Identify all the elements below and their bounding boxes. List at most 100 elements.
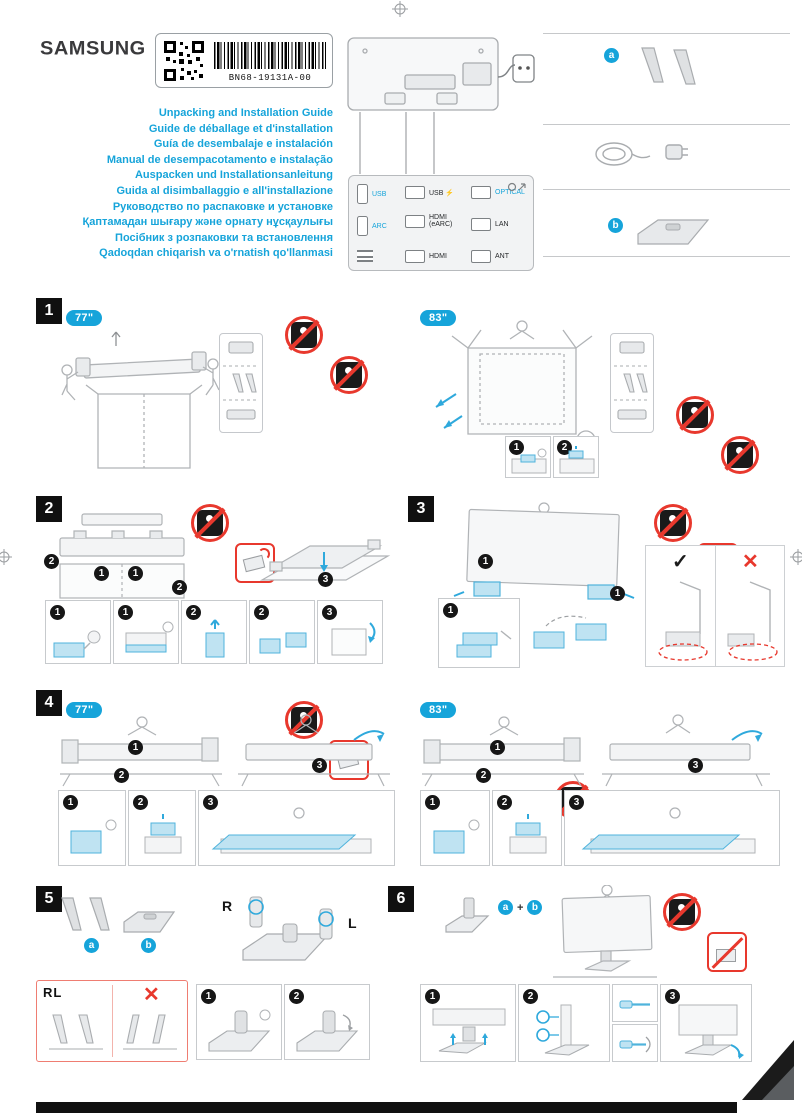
title-line-it: Guida al disimballaggio e all'installazi… bbox=[116, 184, 333, 197]
accessory-divider-2 bbox=[543, 124, 790, 125]
title-line-kk: Қаптамадан шығару және орнату нұсқаулығы bbox=[82, 216, 333, 229]
substep-number: 2 bbox=[476, 768, 491, 783]
foam-stack-thumbnail bbox=[456, 630, 512, 658]
box-lift-illustration-77 bbox=[61, 331, 220, 469]
foam-pull-illustration-83: 3 bbox=[598, 712, 778, 790]
part-b-marker: b bbox=[141, 938, 156, 953]
arc-port-icon bbox=[357, 216, 368, 236]
title-line-pt: Manual de desempacotamento e instalação bbox=[106, 153, 333, 166]
handle-substep-tile: 2 bbox=[553, 436, 599, 478]
tile-number: 1 bbox=[50, 605, 65, 620]
stand-complete-thumbnail bbox=[678, 1004, 744, 1059]
step-2-section: 2 2 1 1 2 bbox=[36, 494, 402, 680]
tv-stand-attach-illustration bbox=[553, 885, 657, 978]
connector-lines bbox=[359, 112, 435, 174]
tile-number: 1 bbox=[443, 603, 458, 618]
title-line-de: Auspacken und Installationsanleitung bbox=[134, 169, 333, 182]
foam-cap-illustration-83: 1 2 bbox=[418, 716, 588, 788]
substep-number: 2 bbox=[172, 580, 187, 595]
multilingual-titles: Unpacking and Installation Guide Guide d… bbox=[40, 106, 333, 262]
size-badge-83: 83" bbox=[420, 310, 457, 326]
tile-number: 1 bbox=[425, 989, 440, 1004]
stand-screw-tile-2: 2 bbox=[518, 984, 610, 1062]
tile-number: 2 bbox=[497, 795, 512, 810]
accessory-inset-77 bbox=[219, 333, 263, 433]
stand-insert-thumbnail bbox=[432, 1008, 506, 1054]
qr-code bbox=[163, 40, 205, 82]
product-label: BN68-19131A-00 bbox=[155, 33, 333, 88]
stand-legs-illustration bbox=[61, 897, 110, 931]
unpack-tile-1: 1 bbox=[45, 600, 111, 664]
substep-number: 3 bbox=[312, 758, 327, 773]
tile-number: 3 bbox=[569, 795, 584, 810]
screw-points-thumbnail bbox=[536, 1004, 590, 1056]
foam-cap-illustration-77: 1 2 bbox=[56, 716, 226, 788]
page-fold-mark bbox=[742, 1040, 794, 1100]
no-power-tool-warning-icon bbox=[707, 932, 747, 972]
title-line-en: Unpacking and Installation Guide bbox=[158, 107, 333, 119]
size-badge-77: 77" bbox=[66, 702, 103, 718]
ant-label: ANT bbox=[495, 253, 509, 260]
substep-number: 3 bbox=[318, 572, 333, 587]
box-remove-thumbnail bbox=[331, 622, 376, 656]
correct-check: ✓ bbox=[672, 551, 689, 573]
tile-number: 2 bbox=[254, 605, 269, 620]
foam-tile-1: 1 bbox=[58, 790, 126, 866]
leg-insert-thumbnail bbox=[208, 1009, 271, 1052]
tile-number: 3 bbox=[203, 795, 218, 810]
accessory-divider-4 bbox=[543, 256, 790, 257]
tv-back-illustration bbox=[347, 37, 535, 111]
step-1-section: 1 77" bbox=[36, 296, 802, 486]
registration-mark-top bbox=[392, 1, 408, 17]
accessory-b-marker: b bbox=[608, 218, 623, 233]
optical-port-icon bbox=[471, 186, 491, 199]
size-badge-77: 77" bbox=[66, 310, 103, 326]
title-line-uz: Qadoqdan chiqarish va o'rnatish qo'llanm… bbox=[99, 247, 333, 260]
barcode bbox=[214, 42, 326, 69]
part-a-marker: a bbox=[84, 938, 99, 953]
title-line-uk: Посібник з розпаковки та встановлення bbox=[115, 231, 333, 244]
tile-number: 3 bbox=[322, 605, 337, 620]
unpack-tile-4: 2 bbox=[249, 600, 315, 664]
sheet-tile-3: 3 bbox=[198, 790, 395, 866]
arc-label: ARC bbox=[372, 222, 387, 230]
usb-power-label: USB ⚡ bbox=[429, 189, 455, 197]
tile-number: 2 bbox=[523, 989, 538, 1004]
hdmi-earc-label: HDMI (eARC) bbox=[429, 214, 453, 229]
no-stepping-prohibition-icon bbox=[675, 395, 715, 435]
leg-attach-tile-2: 2 bbox=[284, 984, 370, 1060]
ant-port-icon bbox=[471, 250, 491, 263]
left-leg-label: L bbox=[348, 915, 357, 931]
usb-label: USB bbox=[372, 190, 387, 198]
stand-base-accessory bbox=[637, 219, 710, 245]
tv-on-mat-illustration: 3 bbox=[248, 506, 398, 606]
tile-number: 2 bbox=[186, 605, 201, 620]
tile-number: 2 bbox=[289, 989, 304, 1004]
no-stepping-prohibition-icon bbox=[284, 700, 324, 740]
no-stepping-prohibition-icon bbox=[190, 503, 230, 543]
box-lift-illustration-83 bbox=[435, 320, 596, 450]
cap-remove-thumbnail bbox=[70, 819, 117, 854]
substep-number: 1 bbox=[610, 586, 625, 601]
stand-final-tile-3: 3 bbox=[660, 984, 752, 1062]
foam-pieces-thumbnail bbox=[259, 632, 307, 654]
leg-orientation-warning-panel: RL ✕ bbox=[36, 980, 188, 1062]
step-6-number: 6 bbox=[388, 886, 414, 912]
unpack-tile-2: 1 bbox=[113, 600, 179, 664]
cap-remove-thumbnail bbox=[433, 819, 480, 854]
wrong-cross: ✕ bbox=[143, 984, 160, 1006]
no-stepping-prohibition-icon bbox=[284, 315, 324, 355]
footer-bar bbox=[36, 1102, 737, 1113]
tile-number: 1 bbox=[118, 605, 133, 620]
accessory-divider-3 bbox=[543, 189, 790, 190]
screwdriver-icon bbox=[619, 1000, 650, 1009]
protective-sheet-thumbnail bbox=[581, 807, 756, 854]
screwdriver-turn-icon bbox=[619, 1036, 651, 1053]
foam-tile-2: 2 bbox=[128, 790, 196, 866]
usb-power-port-icon bbox=[405, 186, 425, 199]
cables-accessory bbox=[595, 142, 688, 166]
foam-grip-thumbnail bbox=[125, 621, 174, 653]
no-pressing-prohibition-icon bbox=[329, 355, 369, 395]
handle-pull-thumbnail bbox=[511, 448, 547, 474]
